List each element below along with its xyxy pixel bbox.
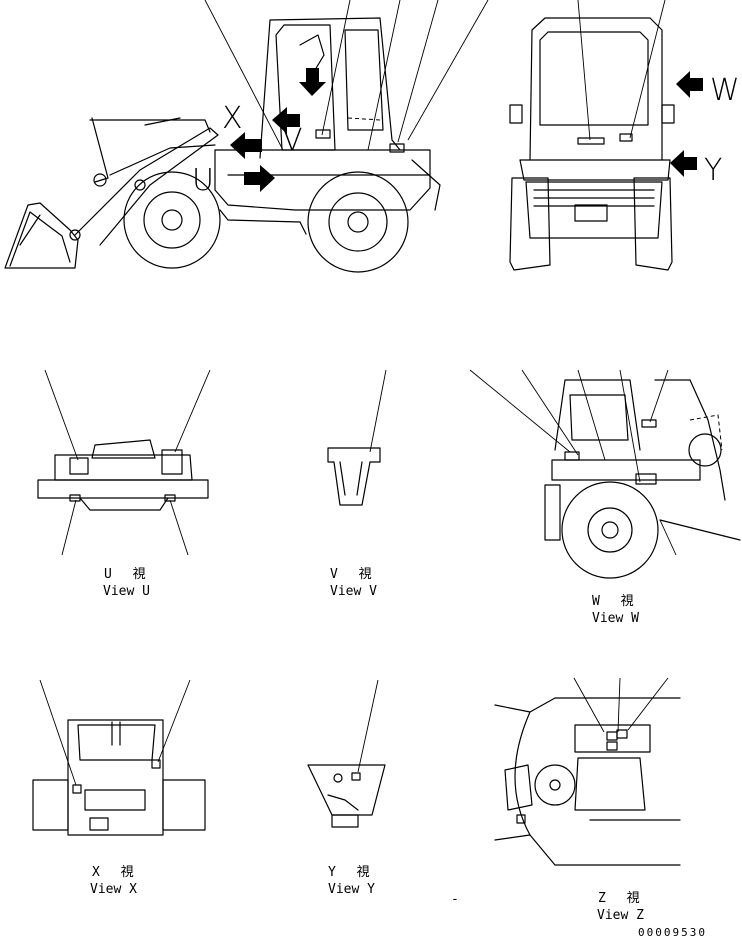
arrow-y — [670, 150, 697, 177]
letter-y: Y — [704, 153, 722, 188]
stray-mark: - — [451, 892, 459, 907]
view-x-label: View X — [90, 882, 137, 897]
arrow-u — [244, 165, 275, 192]
view-z-label: View Z — [597, 908, 644, 923]
drawing-number: 00009530 — [638, 926, 707, 939]
view-z-drawing: Z 視 View Z — [494, 677, 681, 923]
view-y-label: View Y — [328, 882, 375, 897]
view-w-label: View W — [592, 611, 639, 626]
view-w-kanji: W 視 — [592, 594, 634, 609]
front-view-loader: W Y — [509, 0, 740, 271]
arrow-x — [230, 132, 262, 159]
letter-u: U — [192, 163, 214, 198]
arrow-1 — [272, 107, 300, 134]
letter-w: W — [710, 73, 740, 108]
view-v-label: View V — [330, 584, 377, 599]
view-x-kanji: X 視 — [92, 865, 134, 880]
view-u-drawing: U 視 View U — [37, 369, 211, 599]
view-w-drawing: W 視 View W — [469, 369, 741, 626]
view-u-label: View U — [103, 584, 150, 599]
arrow-w — [676, 71, 703, 98]
view-u-kanji: U 視 — [104, 567, 146, 582]
side-view-loader: X U V — [4, 0, 489, 273]
view-y-drawing: Y 視 View Y — [307, 679, 386, 897]
view-v-kanji: V 視 — [330, 567, 372, 582]
letter-x: X — [222, 101, 243, 136]
arrow-v — [299, 68, 326, 96]
view-z-kanji: Z 視 — [598, 891, 640, 906]
letter-v: V — [282, 123, 303, 158]
view-x-drawing: X 視 View X — [32, 679, 206, 897]
view-y-kanji: Y 視 — [328, 865, 370, 880]
view-v-drawing: V 視 View V — [327, 369, 387, 599]
